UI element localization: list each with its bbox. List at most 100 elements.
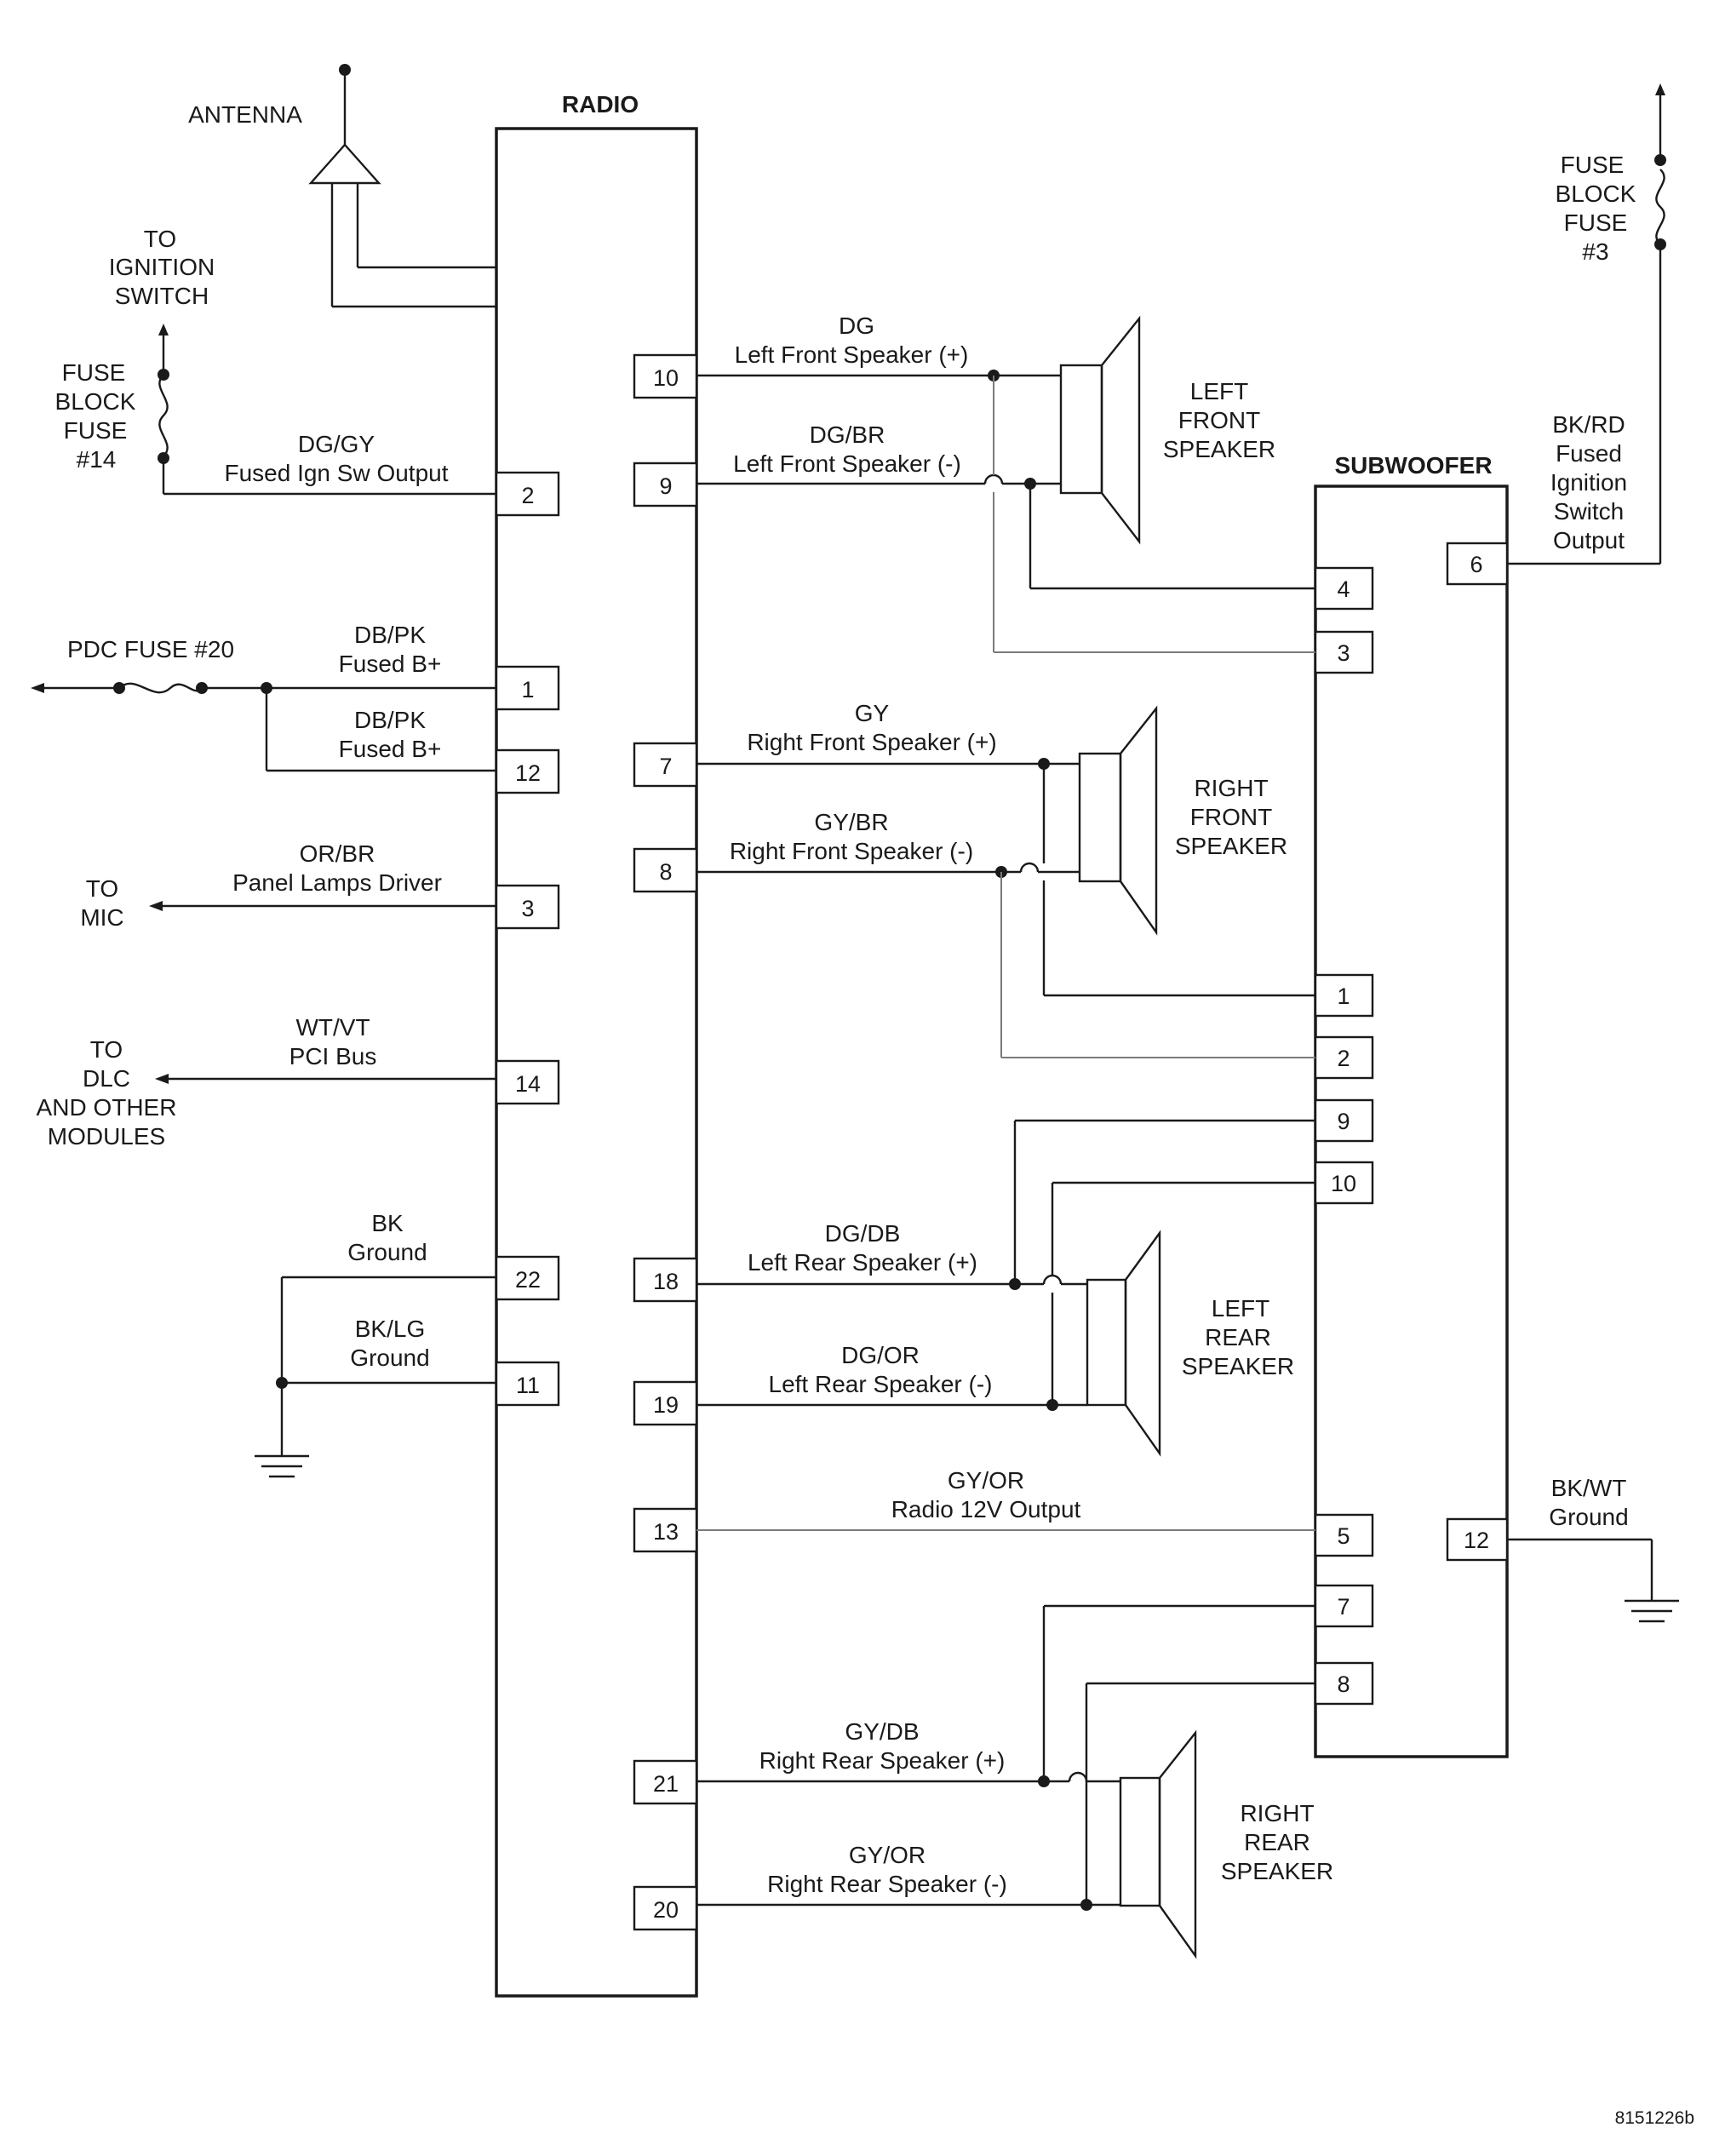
radio-pin-11: 11 [516,1373,540,1398]
sub-pin-3: 3 [1337,640,1350,666]
wire-8-color: GY/BR [814,809,888,835]
sub-pin-6: 6 [1470,552,1482,577]
radio-pin-3: 3 [521,896,534,921]
sub-pin-10: 10 [1331,1171,1356,1196]
lf-speaker-line3: SPEAKER [1163,436,1275,462]
wire-19-color: DG/OR [841,1342,920,1368]
right-rear-speaker-circuit: GY/DB Right Rear Speaker (+) GY/OR Right… [696,1604,1333,1959]
to-mic-line1: TO [86,875,118,902]
wire-14-desc: PCI Bus [289,1043,377,1069]
fuse-3-circuit: FUSE BLOCK FUSE #3 BK/RD Fused Ignition … [1507,83,1666,565]
lr-speaker-line3: SPEAKER [1182,1353,1294,1379]
rr-speaker-line2: REAR [1244,1829,1310,1855]
right-rear-speaker-icon [1119,1729,1197,1959]
subwoofer-left-pins: 4 3 1 2 9 10 5 7 8 [1314,566,1374,1706]
sub-pin-5: 5 [1337,1523,1350,1549]
panel-lamps-circuit: TO MIC OR/BR Panel Lamps Driver [80,840,496,931]
sub-pin-7: 7 [1337,1594,1350,1620]
rf-speaker-line1: RIGHT [1194,775,1268,801]
wire-22-color: BK [371,1210,404,1236]
wire-22-desc: Ground [347,1239,427,1265]
lf-speaker-line1: LEFT [1190,378,1248,404]
wire-13-color: GY/OR [948,1467,1024,1494]
fuse14-line1: FUSE [62,359,126,386]
sub-pin-12: 12 [1464,1528,1489,1553]
wire-14-color: WT/VT [295,1014,370,1041]
subwoofer-ground-circuit: BK/WT Ground [1507,1475,1679,1623]
wire-7-color: GY [855,700,890,726]
wire-18-color: DG/DB [825,1220,901,1247]
wire-11-color: BK/LG [355,1316,425,1342]
fuse14-line4: #14 [77,446,117,473]
wire-1-desc: Fused B+ [339,651,442,677]
radio-pin-14: 14 [515,1071,541,1097]
to-dlc-line4: MODULES [48,1123,165,1150]
wire-10-desc: Left Front Speaker (+) [735,341,969,368]
wire-sub12-color: BK/WT [1551,1475,1627,1501]
wire-11-desc: Ground [350,1345,429,1371]
rr-speaker-line1: RIGHT [1240,1800,1314,1826]
fuse3-line1: FUSE [1561,152,1625,178]
radio-pin-8: 8 [659,859,672,885]
lr-speaker-line1: LEFT [1212,1295,1269,1322]
to-ignition-line2: IGNITION [109,254,215,280]
radio-pin-2: 2 [521,483,534,508]
wire-sub6-line5: Output [1553,527,1625,553]
wire-13-desc: Radio 12V Output [891,1496,1081,1522]
fuse3-line4: #3 [1582,238,1608,265]
wire-18-desc: Left Rear Speaker (+) [748,1249,977,1276]
pci-bus-circuit: TO DLC AND OTHER MODULES WT/VT PCI Bus [37,1014,496,1150]
wire-2-color: DG/GY [298,431,375,457]
fuse-14-circuit: TO IGNITION SWITCH FUSE BLOCK FUSE #14 D… [55,226,496,496]
wire-3-color: OR/BR [300,840,375,867]
to-dlc-line3: AND OTHER [37,1094,177,1121]
rf-speaker-line3: SPEAKER [1175,833,1287,859]
subwoofer-title: SUBWOOFER [1334,452,1492,479]
antenna-label: ANTENNA [188,101,302,128]
fuse3-line3: FUSE [1564,209,1628,236]
radio-pin-13: 13 [653,1519,679,1545]
wire-19-desc: Left Rear Speaker (-) [769,1371,993,1397]
fuse14-line2: BLOCK [55,388,136,415]
wire-sub6-line1: BK/RD [1552,411,1625,438]
radio-pin-1: 1 [521,677,534,702]
left-rear-speaker-icon [1086,1230,1161,1457]
rf-speaker-line2: FRONT [1190,804,1272,830]
radio-pin-22: 22 [515,1267,541,1293]
sub-pin-4: 4 [1337,576,1350,602]
radio-left-pins: 2 1 12 3 14 22 11 [495,471,560,1407]
fuse14-line3: FUSE [64,417,128,444]
figure-reference: 8151226b [1615,2108,1694,2128]
to-dlc-line2: DLC [83,1065,130,1092]
right-front-speaker-icon [1078,705,1158,936]
lf-speaker-line2: FRONT [1178,407,1260,433]
radio-pin-19: 19 [653,1392,679,1418]
wire-8-desc: Right Front Speaker (-) [730,838,973,864]
left-front-speaker-circuit: DG Left Front Speaker (+) DG/BR Left Fro… [696,313,1315,653]
wire-2-desc: Fused Ign Sw Output [224,460,448,486]
wire-1-color: DB/PK [354,622,426,648]
radio-pin-9: 9 [659,473,672,499]
radio-pin-18: 18 [653,1269,679,1294]
sub-pin-8: 8 [1337,1671,1350,1697]
radio-12v-output-circuit: GY/OR Radio 12V Output [696,1467,1315,1531]
radio-pin-7: 7 [659,754,672,779]
wire-sub6-line4: Switch [1554,498,1624,525]
wire-21-desc: Right Rear Speaker (+) [759,1747,1006,1774]
sub-pin-9: 9 [1337,1109,1350,1134]
radio-pin-20: 20 [653,1897,679,1923]
rr-speaker-line3: SPEAKER [1221,1858,1333,1884]
pdc-fuse-circuit: PDC FUSE #20 DB/PK Fused B+ DB/PK Fused … [31,622,496,772]
to-ignition-line1: TO [144,226,176,252]
wire-sub6-line2: Fused [1556,440,1622,467]
wire-sub12-desc: Ground [1549,1504,1628,1530]
wire-3-desc: Panel Lamps Driver [232,869,442,896]
wire-9-desc: Left Front Speaker (-) [733,450,961,477]
to-mic-line2: MIC [80,904,123,931]
sub-pin-1: 1 [1337,983,1350,1009]
wire-20-color: GY/OR [849,1842,926,1868]
fuse3-line2: BLOCK [1556,181,1636,207]
wire-9-color: DG/BR [810,421,885,448]
wire-12-color: DB/PK [354,707,426,733]
